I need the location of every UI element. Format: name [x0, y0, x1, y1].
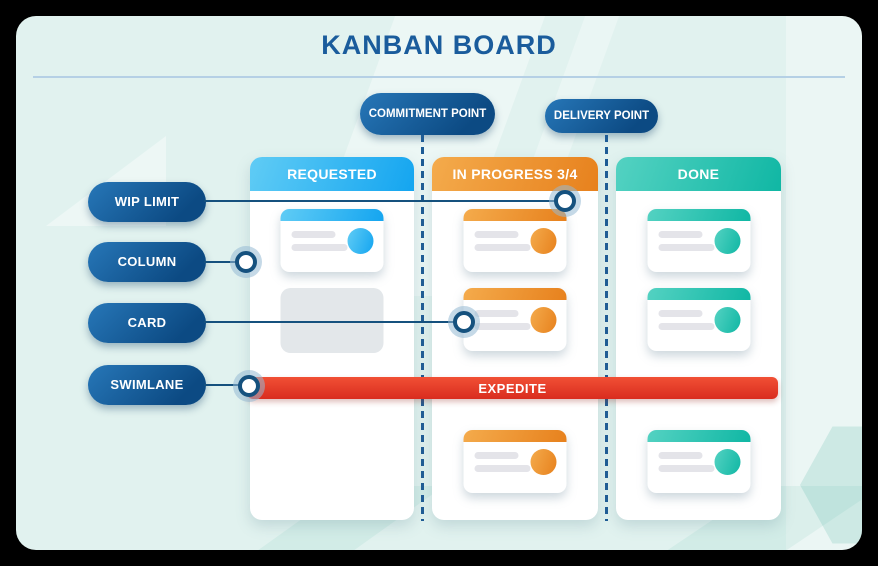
kanban-card	[647, 209, 750, 272]
column-marker-icon	[235, 251, 257, 273]
card-top-bar	[647, 209, 750, 221]
card-top-bar	[463, 288, 567, 300]
card-text-line	[291, 231, 336, 238]
wip-limit-callout: WIP LIMIT	[88, 182, 206, 222]
card-text-line	[474, 231, 519, 238]
column-done-header: DONE	[616, 157, 781, 191]
card-text-line	[658, 323, 714, 330]
column-requested: REQUESTED	[250, 157, 414, 520]
card-text-line	[474, 452, 519, 459]
card-marker-icon	[453, 311, 475, 333]
card-avatar-circle-icon	[714, 228, 740, 254]
background-band-shape	[786, 16, 862, 550]
card-text-line	[474, 323, 531, 330]
background-hexagon-shape	[800, 426, 862, 544]
card-callout: CARD	[88, 303, 206, 343]
card-avatar-circle-icon	[530, 449, 557, 475]
card-text-line	[658, 452, 702, 459]
card-text-line	[658, 310, 702, 317]
kanban-card	[463, 288, 567, 351]
card-text-line	[658, 231, 702, 238]
commitment-point-callout: COMMITMENT POINT	[360, 93, 495, 135]
kanban-card	[647, 430, 750, 493]
swimlane-marker-icon	[238, 375, 260, 397]
card-text-line	[474, 465, 531, 472]
commitment-point-line	[421, 135, 424, 521]
wip-limit-marker-icon	[554, 190, 576, 212]
swimlane-callout: SWIMLANE	[88, 365, 206, 405]
page-title: KANBAN BOARD	[321, 30, 557, 60]
column-callout: COLUMN	[88, 242, 206, 282]
card-avatar-circle-icon	[530, 228, 557, 254]
kanban-card	[463, 430, 567, 493]
column-requested-header: REQUESTED	[250, 157, 414, 191]
delivery-point-callout: DELIVERY POINT	[545, 99, 658, 133]
card-text-line	[658, 465, 714, 472]
card-top-bar	[463, 209, 567, 221]
card-top-bar	[463, 430, 567, 442]
wip-limit-connector-line	[204, 200, 566, 202]
column-in-progress: IN PROGRESS 3/4	[432, 157, 598, 520]
card-avatar-circle-icon	[714, 449, 740, 475]
card-top-bar	[280, 209, 384, 221]
card-top-bar	[647, 288, 750, 300]
kanban-card	[463, 209, 567, 272]
card-top-bar	[647, 430, 750, 442]
card-avatar-circle-icon	[347, 228, 374, 254]
delivery-point-line	[605, 135, 608, 521]
placeholder-card	[280, 288, 384, 353]
kanban-card	[280, 209, 384, 272]
swimlane-band: EXPEDITE	[247, 377, 778, 399]
kanban-card	[647, 288, 750, 351]
title-divider	[33, 76, 845, 78]
card-text-line	[474, 310, 519, 317]
column-done: DONE	[616, 157, 781, 520]
card-text-line	[474, 244, 531, 251]
column-connector-line	[204, 261, 248, 263]
card-connector-line	[204, 321, 466, 323]
card-text-line	[658, 244, 714, 251]
column-in-progress-header: IN PROGRESS 3/4	[432, 157, 598, 191]
swimlane-connector-line	[204, 384, 250, 386]
card-text-line	[291, 244, 348, 251]
card-avatar-circle-icon	[530, 307, 557, 333]
card-avatar-circle-icon	[714, 307, 740, 333]
